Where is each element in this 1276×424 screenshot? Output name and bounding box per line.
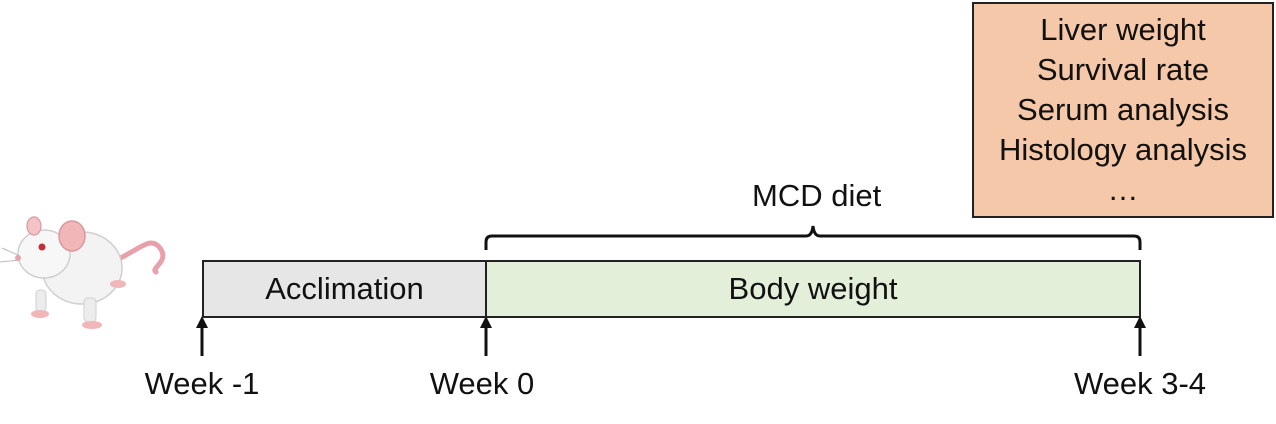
week-arrow — [196, 316, 208, 356]
phase-label: Body weight — [728, 271, 898, 306]
mouse-icon — [0, 216, 166, 329]
phase-acclimation: Acclimation — [202, 260, 487, 318]
outcome-item: Histology analysis — [998, 132, 1248, 167]
diet-brace — [484, 225, 1142, 250]
outcome-item: … — [1107, 172, 1139, 207]
week-arrow — [1134, 316, 1146, 356]
outcome-item: Serum analysis — [1017, 92, 1229, 127]
outcome-item: Survival rate — [1036, 52, 1210, 87]
outcome-item: Liver weight — [1040, 12, 1206, 47]
week-label: Week -1 — [144, 366, 260, 401]
phase-body-weight: Body weight — [485, 260, 1141, 318]
diet-label: MCD diet — [752, 178, 882, 213]
week-label: Week 3-4 — [1073, 366, 1207, 401]
week-arrow — [480, 316, 492, 356]
outcomes-box: Liver weight Survival rate Serum analysi… — [972, 2, 1274, 218]
phase-label: Acclimation — [265, 271, 424, 306]
week-label: Week 0 — [429, 366, 535, 401]
